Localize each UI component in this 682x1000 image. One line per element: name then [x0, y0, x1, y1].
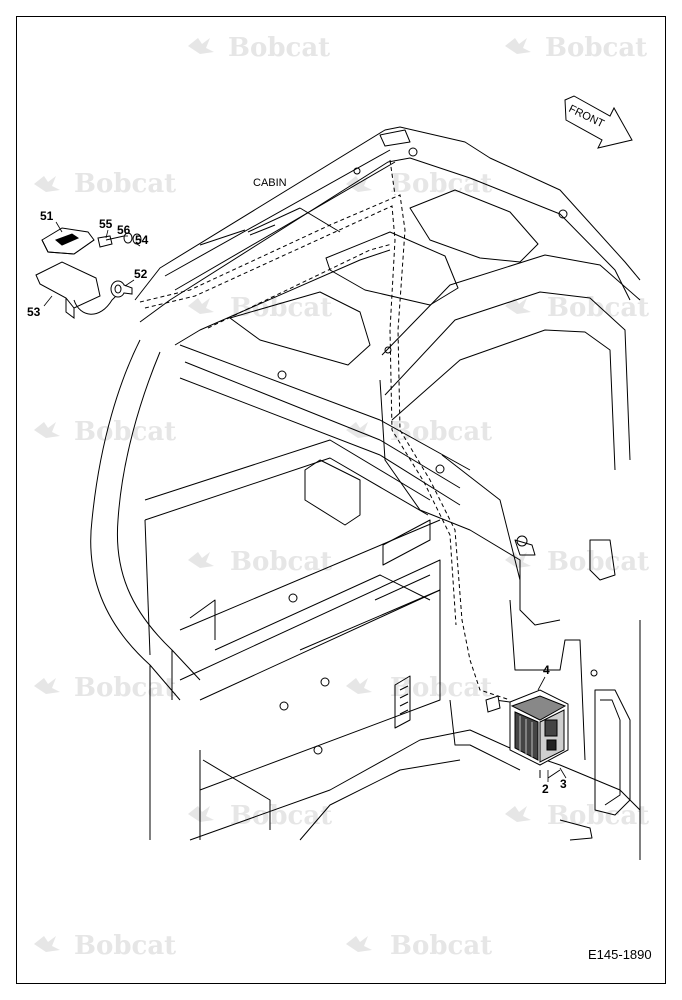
- watermark: Bobcat: [34, 673, 176, 703]
- callout-56: 56: [117, 223, 131, 237]
- watermark-text: Bobcat: [230, 293, 332, 323]
- callout-2: 2: [542, 782, 549, 796]
- watermark: Bobcat: [34, 931, 176, 961]
- watermark: Bobcat: [505, 293, 649, 323]
- callout-52: 52: [134, 267, 148, 281]
- watermark: Bobcat: [505, 547, 649, 577]
- watermark-text: Bobcat: [74, 673, 176, 703]
- watermark-text: Bobcat: [74, 169, 176, 199]
- watermark: Bobcat: [346, 417, 492, 447]
- leader-lines: [43, 221, 567, 782]
- callout-54: 54: [135, 233, 149, 247]
- watermark: Bobcat: [188, 33, 330, 63]
- watermark: Bobcat: [188, 547, 332, 577]
- cabin-label: CABIN: [253, 177, 287, 189]
- watermark-text: Bobcat: [390, 169, 492, 199]
- watermark: Bobcat: [505, 33, 647, 63]
- watermark: Bobcat: [505, 801, 649, 831]
- watermark-layer: Bobcat Bobcat Bobcat Bobcat Bobcat Bobca…: [34, 33, 649, 961]
- watermark-text: Bobcat: [390, 417, 492, 447]
- watermark: Bobcat: [346, 169, 492, 199]
- watermark-text: Bobcat: [74, 417, 176, 447]
- callout-55: 55: [99, 217, 113, 231]
- watermark: Bobcat: [188, 293, 332, 323]
- watermark-text: Bobcat: [390, 673, 492, 703]
- cabin-structure: [90, 126, 641, 860]
- watermark-text: Bobcat: [230, 547, 332, 577]
- drawing-number: E145-1890: [588, 947, 652, 962]
- front-direction-arrow: FRONT: [564, 95, 633, 149]
- watermark-text: Bobcat: [547, 547, 649, 577]
- watermark-text: Bobcat: [390, 931, 492, 961]
- callout-4: 4: [543, 663, 550, 677]
- callout-3: 3: [560, 777, 567, 791]
- watermark: Bobcat: [34, 417, 176, 447]
- beacon-light-assembly: [35, 227, 142, 319]
- wire-harness: [139, 159, 511, 701]
- watermark-text: Bobcat: [228, 33, 330, 63]
- watermark: Bobcat: [188, 801, 332, 831]
- watermark-text: Bobcat: [547, 801, 649, 831]
- watermark-text: Bobcat: [547, 293, 649, 323]
- watermark-text: Bobcat: [74, 931, 176, 961]
- watermark-text: Bobcat: [545, 33, 647, 63]
- callout-53: 53: [27, 305, 41, 319]
- callout-51: 51: [40, 209, 54, 223]
- watermark: Bobcat: [346, 673, 492, 703]
- diagram-frame: [16, 16, 666, 984]
- watermark: Bobcat: [346, 931, 492, 961]
- watermark: Bobcat: [34, 169, 176, 199]
- controller-module: [485, 689, 569, 779]
- watermark-text: Bobcat: [230, 801, 332, 831]
